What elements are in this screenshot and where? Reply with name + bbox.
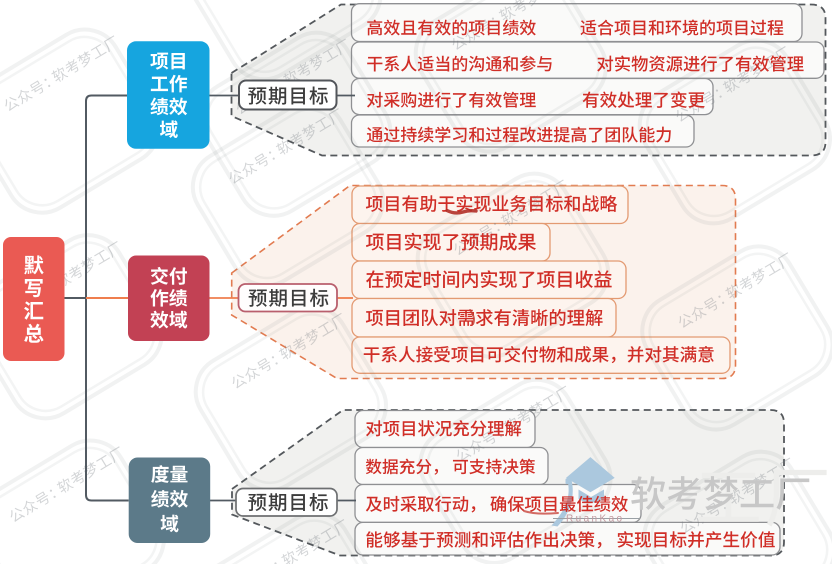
svg-text:RuanKao: RuanKao (566, 514, 625, 525)
